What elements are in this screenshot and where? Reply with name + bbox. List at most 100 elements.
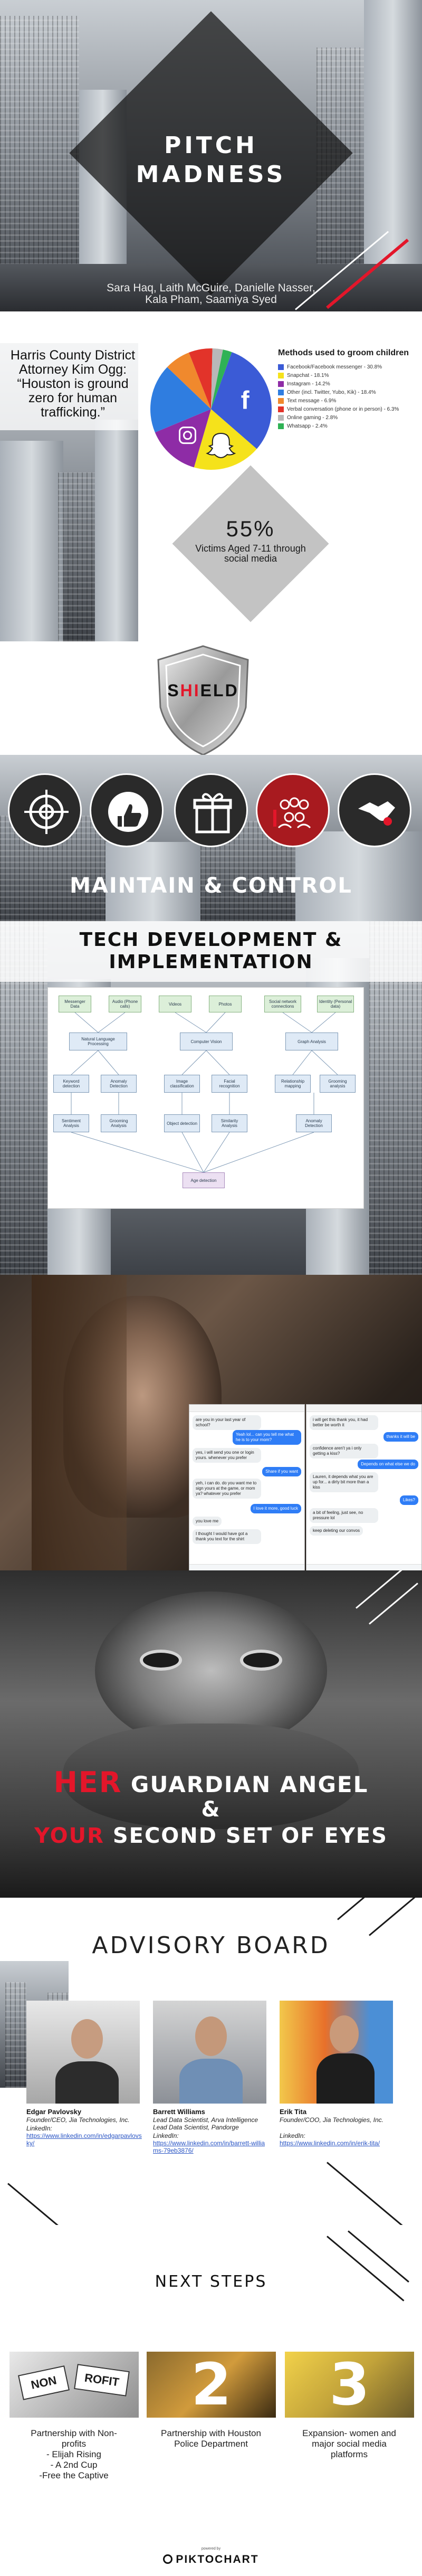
step-text-line: -Free the Captive: [39, 2470, 109, 2480]
piktochart-brand: PIKTOCHART: [176, 2553, 259, 2565]
stats-section: Harris County District Attorney Kim Ogg:…: [0, 311, 422, 641]
maintain-control-heading: MAINTAIN & CONTROL: [70, 874, 352, 898]
pie-chart-svg: f: [150, 348, 272, 470]
flow-connector: [292, 1050, 312, 1075]
flow-connector: [71, 1050, 99, 1075]
member-name: Barrett Williams: [153, 2108, 205, 2116]
building: [5, 1982, 26, 2088]
decorative-line: [369, 1583, 418, 1625]
shield-section: SHIELD MAINTAIN & CONTROL: [0, 641, 422, 921]
pie-slice: [211, 349, 232, 409]
phone-input-bar: [306, 1564, 421, 1570]
tech-flowchart: Messenger Data Audio (Phone calls) Video…: [47, 987, 364, 1209]
shield-name: SHIELD: [153, 681, 253, 700]
legend-item: Instagram - 14.2%: [278, 381, 330, 387]
grooming-pie-chart: f: [145, 343, 277, 478]
stat-value: 55%: [226, 516, 275, 541]
legend-label: Snapchat - 18.1%: [287, 373, 329, 378]
chat-bubble: i will get this thank you, it had better…: [310, 1415, 378, 1430]
chat-bubble: Yeah lol... can you tell me what he is t…: [233, 1430, 301, 1445]
step-text-line: - Elijah Rising: [46, 2449, 101, 2459]
chat-bubble: you love me: [193, 1517, 222, 1526]
member-linkedin-link[interactable]: https://www.linkedin.com/in/barrett-will…: [153, 2139, 265, 2154]
legend-label: Text message - 6.9%: [287, 398, 337, 404]
flow-connector: [206, 1050, 230, 1075]
flow-connector: [98, 1012, 126, 1033]
flow-task: Grooming analysis: [320, 1075, 356, 1093]
building: [0, 441, 63, 641]
chat-bubble: thanks it will be: [383, 1432, 418, 1442]
flow-task: Keyword detection: [53, 1075, 89, 1093]
legend-label: Facebook/Facebook messenger - 30.8%: [287, 364, 382, 370]
pie-slice: [150, 367, 211, 433]
pie-slice: [167, 352, 211, 409]
flow-connector: [181, 1050, 207, 1075]
pie-slice: [155, 409, 211, 468]
powered-by: powered by: [201, 2547, 221, 2551]
stat-label: Victims Aged 7-11 through social media: [195, 543, 306, 564]
eye-right: [240, 1650, 282, 1671]
step-text-line: platforms: [331, 2449, 368, 2459]
legend-label: Other (incl. Twitter, Yubo, Kik) - 18.4%: [287, 390, 376, 395]
svg-text:f: f: [241, 386, 250, 414]
chat-evidence-section: are you in your last year of school? Yea…: [0, 1275, 422, 1570]
legend-item: Online gaming - 2.8%: [278, 415, 338, 421]
chat-bubble: yes, i will send you one or login yours.…: [193, 1448, 261, 1463]
advisory-title: ADVISORY BOARD: [92, 1932, 330, 1959]
flow-connector: [203, 1132, 314, 1173]
avatar-face: [330, 2015, 359, 2052]
flow-module: Natural Language Processing: [69, 1033, 127, 1050]
flow-connector: [311, 1050, 338, 1075]
step-number: 3: [329, 2352, 370, 2418]
member-linkedin-link[interactable]: https://www.linkedin.com/in/erik-tita/: [280, 2139, 380, 2147]
chat-bubble: are you in your last year of school?: [193, 1415, 261, 1430]
handshake-icon: [338, 773, 411, 847]
flow-task: Sentiment Analysis: [53, 1114, 89, 1132]
step-3-text: Expansion- women and major social media …: [283, 2428, 415, 2460]
step-text-line: Partnership with Houston: [161, 2428, 261, 2438]
da-quote: Harris County District Attorney Kim Ogg:…: [10, 348, 136, 420]
chat-bubble: Share if you want: [262, 1467, 301, 1476]
legend-item: Facebook/Facebook messenger - 30.8%: [278, 364, 382, 370]
shield-name-part1: S: [167, 681, 180, 700]
phone-input-bar: [189, 1564, 304, 1570]
member-linkedin-link[interactable]: https://www.linkedin.com/in/edgarpavlovs…: [26, 2132, 142, 2147]
pie-slice: [211, 352, 272, 449]
facebook-icon: f: [241, 386, 250, 414]
target-icon: [8, 773, 82, 847]
avatar-edgar: [26, 2001, 140, 2104]
step-1-image: NON ROFIT: [9, 2352, 139, 2418]
member-name: Edgar Pavlovsky: [26, 2108, 82, 2116]
avatar-body: [55, 2061, 119, 2104]
chat-screenshot-left: are you in your last year of school? Yea…: [189, 1404, 305, 1570]
flow-connector: [98, 1050, 119, 1075]
flow-task: Anomaly Detection: [296, 1114, 332, 1132]
eye-left: [140, 1650, 182, 1671]
step-text-line: profits: [61, 2439, 87, 2449]
quote-backdrop: [0, 343, 138, 430]
decorative-line: [337, 1898, 415, 1920]
flow-connector: [206, 1012, 226, 1033]
authors-line1: Sara Haq, Laith McGuire, Danielle Nasser…: [107, 282, 315, 294]
header-section: PITCH MADNESS Sara Haq, Laith McGuire, D…: [0, 0, 422, 311]
flowchart-connectors: [71, 1012, 338, 1173]
chat-bubble: Depends on what else we do: [358, 1460, 418, 1469]
shield-name-red: HI: [180, 681, 200, 700]
building: [58, 472, 100, 641]
gift-icon: [174, 773, 248, 847]
flow-input: Identity (Personal data): [317, 996, 354, 1012]
guardian-ampersand: &: [201, 1797, 221, 1822]
flow-input: Photos: [209, 996, 242, 1012]
flow-task: Facial recognition: [212, 1075, 247, 1093]
guardian-line3: YOUR SECOND SET OF EYES: [0, 1824, 422, 1848]
building-right: [364, 0, 422, 311]
decorative-line: [369, 1898, 422, 1936]
authors: Sara Haq, Laith McGuire, Danielle Nasser…: [0, 282, 422, 306]
member-linkedin-label: LinkedIn:: [153, 2132, 179, 2139]
piktochart-logo[interactable]: PIKTOCHART: [0, 2553, 422, 2566]
step-text-line: - A 2nd Cup: [50, 2460, 98, 2470]
flow-input: Audio (Phone calls): [109, 996, 141, 1012]
flow-connector: [71, 1132, 204, 1173]
legend-swatch: [278, 398, 284, 404]
quote-panel: Harris County District Attorney Kim Ogg:…: [0, 343, 138, 641]
